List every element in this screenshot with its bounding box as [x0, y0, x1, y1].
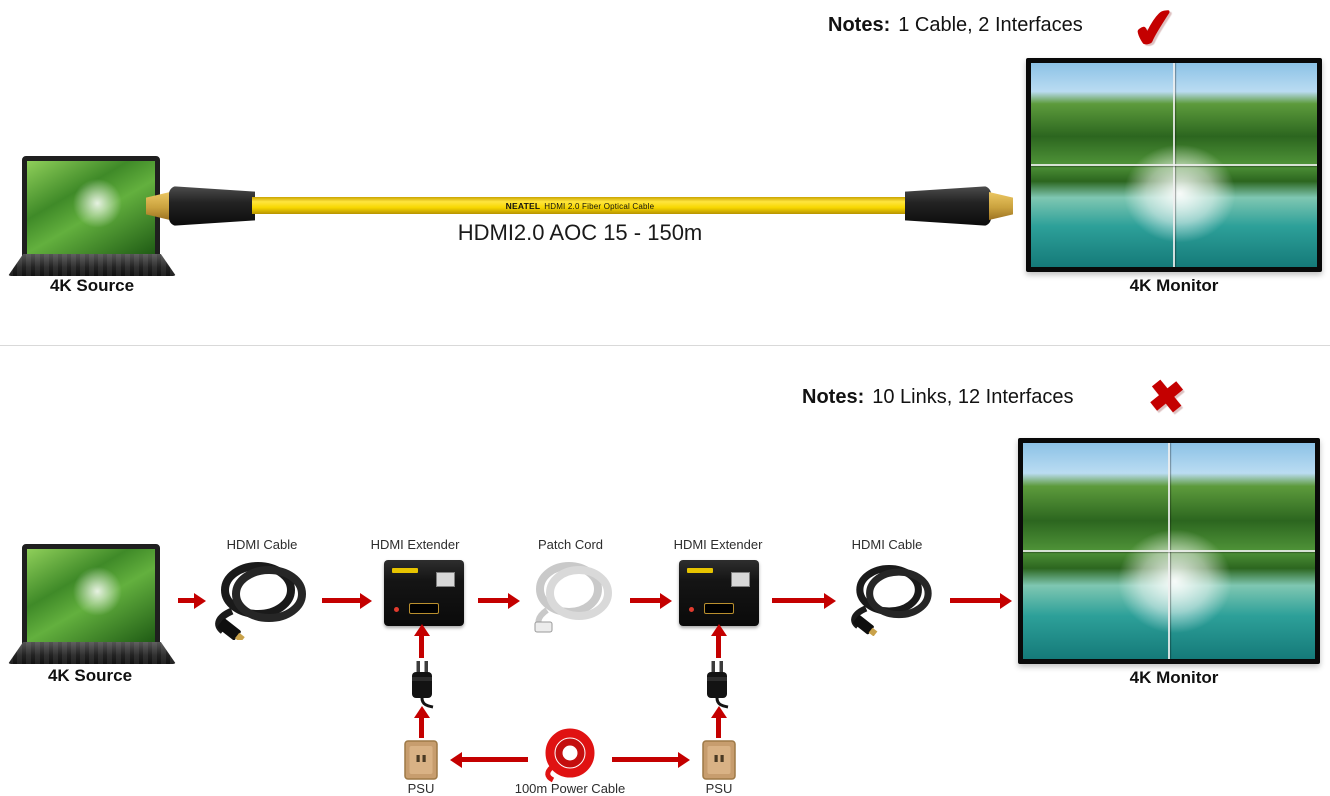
extender-label-strip [687, 568, 713, 573]
monitor-label-bottom: 4K Monitor [1129, 668, 1219, 687]
arrow-left-icon [450, 751, 528, 768]
hdmi-extender-icon [679, 560, 759, 626]
laptop-screen [22, 544, 160, 648]
power-adapter-icon [707, 661, 729, 709]
power-cable-coil-icon [545, 728, 595, 783]
rj45-port [731, 572, 750, 587]
hdmi-plug-tip-icon [146, 192, 170, 220]
notes-top-label: Notes: [828, 14, 891, 36]
arrow-up-icon [710, 706, 727, 738]
power-cable-label: 100m Power Cable [514, 781, 626, 796]
hdmi-plug-tip-icon [989, 192, 1013, 220]
laptop-base [8, 254, 176, 276]
chain-label-hdmi-cable-2: HDMI Cable [851, 537, 923, 552]
notes-bottom: Notes: 10 Links, 12 Interfaces [802, 386, 1073, 409]
hdmi-plug-icon [905, 186, 991, 226]
notes-bottom-text: 10 Links, 12 Interfaces [872, 386, 1074, 408]
psu-socket-icon [404, 740, 438, 780]
extender-label-strip [392, 568, 418, 573]
notes-top: Notes: 1 Cable, 2 Interfaces [828, 14, 1083, 37]
arrow-right-icon [772, 592, 836, 609]
coiled-hdmi-cable-icon [215, 562, 306, 640]
bezel-line-horizontal [1023, 550, 1315, 552]
rj45-port [436, 572, 455, 587]
notes-top-text: 1 Cable, 2 Interfaces [898, 14, 1083, 36]
monitor-icon [1026, 58, 1322, 272]
arrow-up-icon [413, 624, 430, 658]
laptop-base [8, 642, 176, 664]
section-divider [0, 345, 1330, 346]
arrow-right-icon [478, 592, 520, 609]
source-label-bottom: 4K Source [47, 666, 133, 685]
hdmi-port [704, 603, 734, 614]
monitor-screen [1031, 63, 1317, 267]
psu-socket-icon [702, 740, 736, 780]
laptop-icon [8, 544, 176, 664]
check-icon: ✔ [1128, 0, 1182, 62]
arrow-right-icon [630, 592, 672, 609]
power-led [394, 607, 399, 612]
arrow-right-icon [322, 592, 372, 609]
bezel-line-horizontal [1031, 164, 1317, 166]
cable-brand-text: NEATEL [505, 200, 541, 211]
laptop-screen [22, 156, 160, 260]
power-adapter-icon [412, 661, 434, 709]
arrow-right-icon [950, 592, 1012, 609]
arrow-up-icon [413, 706, 430, 738]
arrow-up-icon [710, 624, 727, 658]
hdmi-extender-icon [384, 560, 464, 626]
arrow-right-icon [612, 751, 690, 768]
hdmi-port [409, 603, 439, 614]
cable-caption: HDMI2.0 AOC 15 - 150m [457, 220, 703, 245]
notes-bottom-label: Notes: [802, 386, 865, 408]
power-led [689, 607, 694, 612]
monitor-icon [1018, 438, 1320, 664]
chain-label-patch-cord: Patch Cord [537, 537, 604, 552]
patch-cord-icon [534, 562, 612, 633]
source-label-top: 4K Source [49, 276, 135, 295]
chain-label-hdmi-extender-2: HDMI Extender [673, 537, 763, 552]
chain-label-hdmi-extender-1: HDMI Extender [370, 537, 460, 552]
cable-print-text: HDMI 2.0 Fiber Optical Cable [544, 201, 655, 211]
monitor-screen [1023, 443, 1315, 659]
arrow-right-icon [178, 592, 206, 609]
cross-icon: ✖ [1145, 371, 1188, 424]
hdmi-plug-icon [169, 186, 255, 226]
coiled-hdmi-cable-icon [851, 564, 932, 636]
psu-label-left: PSU [407, 781, 435, 796]
monitor-label-top: 4K Monitor [1129, 276, 1219, 295]
laptop-icon [8, 156, 176, 276]
psu-label-right: PSU [705, 781, 733, 796]
chain-label-hdmi-cable-1: HDMI Cable [226, 537, 298, 552]
